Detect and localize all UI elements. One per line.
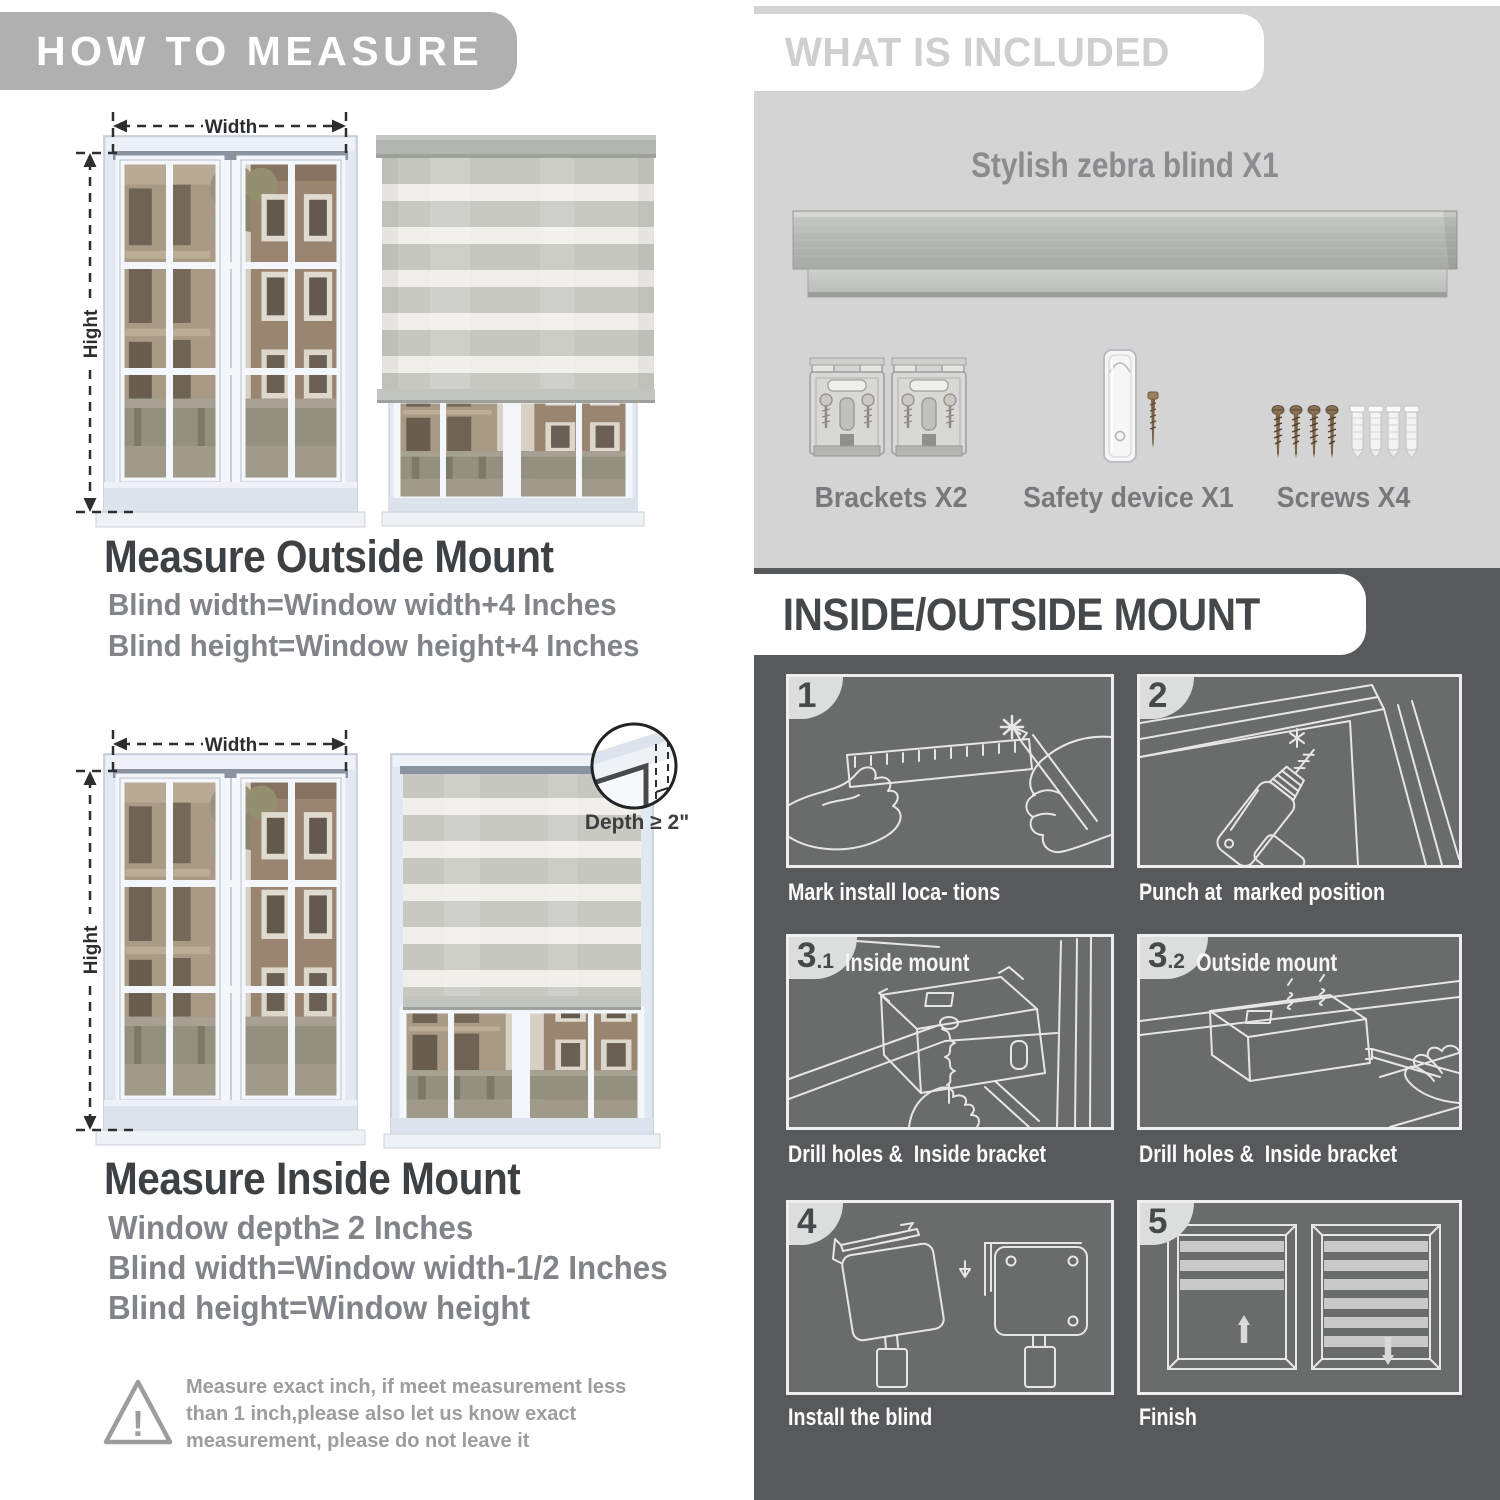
warning-note: Measure exact inch, if meet measurement … — [186, 1374, 626, 1455]
height-label-inside: Hight — [81, 925, 102, 974]
step-3-1-caption: Drill holes & Inside bracket — [788, 1141, 1047, 1168]
outside-mount-line2: Blind height=Window height+4 Inches — [108, 628, 640, 663]
step-2-badge: 2 — [1140, 677, 1194, 719]
step-4-panel: 4 — [786, 1200, 1114, 1395]
step-1-art — [788, 714, 1112, 853]
width-label-outside: Width — [205, 117, 258, 138]
zebra-blind-headrail — [792, 210, 1458, 298]
inside-mount-line3: Blind height=Window height — [108, 1289, 531, 1326]
mount-title: INSIDE/OUTSIDE MOUNT — [782, 588, 1260, 640]
step-4-badge: 4 — [789, 1203, 843, 1245]
inside-mount-line1: Window depth≥ 2 Inches — [108, 1209, 474, 1246]
inside-mount-title: Measure Inside Mount — [104, 1153, 521, 1204]
brackets-label: Brackets X2 — [814, 482, 968, 514]
step-3-1-label: Inside mount — [845, 949, 970, 977]
included-items-art — [792, 210, 1458, 463]
height-label-outside: Hight — [81, 309, 102, 358]
brackets-image — [809, 356, 968, 458]
step-3-2-panel: 3.2 Outside mount — [1137, 934, 1462, 1130]
step-2-panel: 2 — [1137, 674, 1462, 884]
blind-outside-mount — [376, 135, 656, 527]
screws-image — [1271, 404, 1420, 459]
how-to-measure-header: HOW TO MEASURE — [0, 12, 517, 90]
step-4-caption: Install the blind — [788, 1404, 933, 1431]
width-label-inside: Width — [205, 735, 258, 756]
warning-exclamation: ! — [132, 1403, 144, 1444]
step-1-panel: 1 — [786, 674, 1114, 868]
step-1-caption: Mark install loca- tions — [788, 879, 1001, 906]
step-3-2-art — [1139, 974, 1460, 1128]
step-5-panel: 5 — [1137, 1200, 1462, 1395]
how-to-measure-title: HOW TO MEASURE — [36, 27, 484, 74]
safety-device-label: Safety device X1 — [1022, 482, 1234, 514]
depth-detail-circle: Depth ≥ 2" — [585, 722, 689, 834]
step-5-caption: Finish — [1139, 1404, 1197, 1431]
step-2-art — [1139, 684, 1460, 884]
figure-outside-mount: Width Hight — [76, 112, 656, 527]
safety-device-screw — [1147, 391, 1159, 448]
step-3-2-label: Outside mount — [1196, 949, 1338, 977]
measure-figures: Width Hight — [76, 112, 689, 1445]
included-blind-label: Stylish zebra blind X1 — [971, 146, 1279, 185]
included-header: WHAT IS INCLUDED — [754, 14, 1264, 91]
warning-line3: measurement, please do not leave it — [186, 1430, 530, 1452]
warning-triangle-icon: ! — [103, 1379, 173, 1445]
step-3-1-panel: 3.1 Inside mount — [786, 934, 1114, 1130]
included-title: WHAT IS INCLUDED — [784, 29, 1170, 75]
step-4-art — [832, 1222, 1088, 1388]
warning-line1: Measure exact inch, if meet measurement … — [186, 1376, 627, 1398]
warning-line2: than 1 inch,please also let us know exac… — [186, 1403, 577, 1425]
blind-inside-mount — [383, 753, 661, 1149]
step-5-art — [1167, 1224, 1441, 1370]
outside-mount-title: Measure Outside Mount — [104, 531, 554, 582]
outside-mount-line1: Blind width=Window width+4 Inches — [108, 587, 617, 622]
screws-label: Screws X4 — [1277, 482, 1411, 514]
step-2-caption: Punch at marked position — [1139, 879, 1386, 906]
mount-header: INSIDE/OUTSIDE MOUNT — [754, 574, 1366, 655]
depth-note: Depth ≥ 2" — [585, 811, 689, 834]
figure-inside-mount: Width Hight — [76, 722, 689, 1149]
safety-device-image — [1103, 349, 1159, 463]
inside-mount-line2: Blind width=Window width-1/2 Inches — [108, 1249, 668, 1286]
step-3-2-caption: Drill holes & Inside bracket — [1139, 1141, 1398, 1168]
